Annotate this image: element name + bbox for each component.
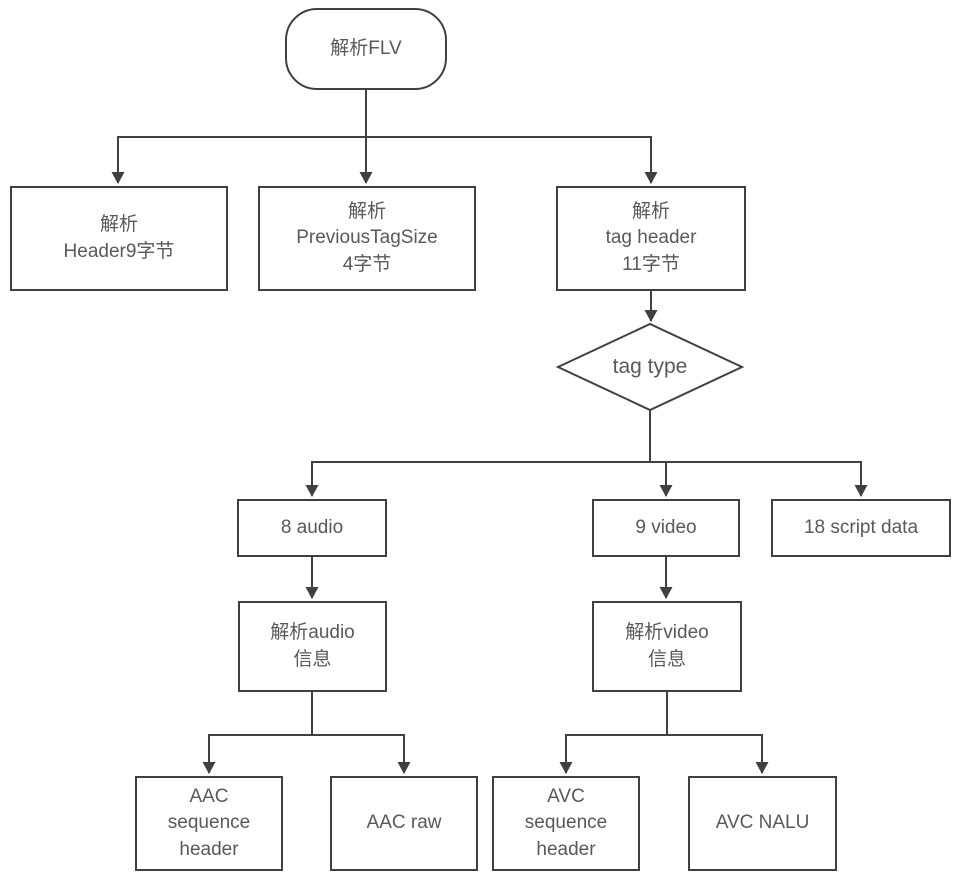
node-parse-flv: 解析FLV xyxy=(285,8,447,90)
edge-tagtype-to-audio8 xyxy=(305,461,650,497)
node-parse-header-9bytes: 解析 Header9字节 xyxy=(10,186,228,291)
node-18-script-data: 18 script data xyxy=(771,499,951,557)
node-tag-type-decision: tag type xyxy=(612,355,688,379)
edge-parsevideo-to-avcnalu xyxy=(667,734,769,774)
node-parse-audio-info: 解析audio 信息 xyxy=(238,601,387,692)
node-aac-raw: AAC raw xyxy=(330,776,478,871)
node-parse-tag-header-11bytes: 解析 tag header 11字节 xyxy=(556,186,746,291)
node-8-audio: 8 audio xyxy=(237,499,387,557)
edge-parseaudio-to-aacraw xyxy=(312,734,411,774)
edge-start-to-header9 xyxy=(111,136,366,184)
edge-parsevideo-to-avcseq xyxy=(559,734,667,774)
node-parse-video-info: 解析video 信息 xyxy=(592,601,742,692)
node-9-video: 9 video xyxy=(592,499,740,557)
edge-parseaudio-to-aacseq xyxy=(202,734,312,774)
node-avc-sequence-header: AVC sequence header xyxy=(492,776,640,871)
node-avc-nalu: AVC NALU xyxy=(688,776,837,871)
node-parse-previous-tag-size: 解析 PreviousTagSize 4字节 xyxy=(258,186,476,291)
edge-start-to-tagheader xyxy=(366,136,658,184)
node-aac-sequence-header: AAC sequence header xyxy=(135,776,283,871)
edge-tagtype-to-script18 xyxy=(650,461,868,497)
